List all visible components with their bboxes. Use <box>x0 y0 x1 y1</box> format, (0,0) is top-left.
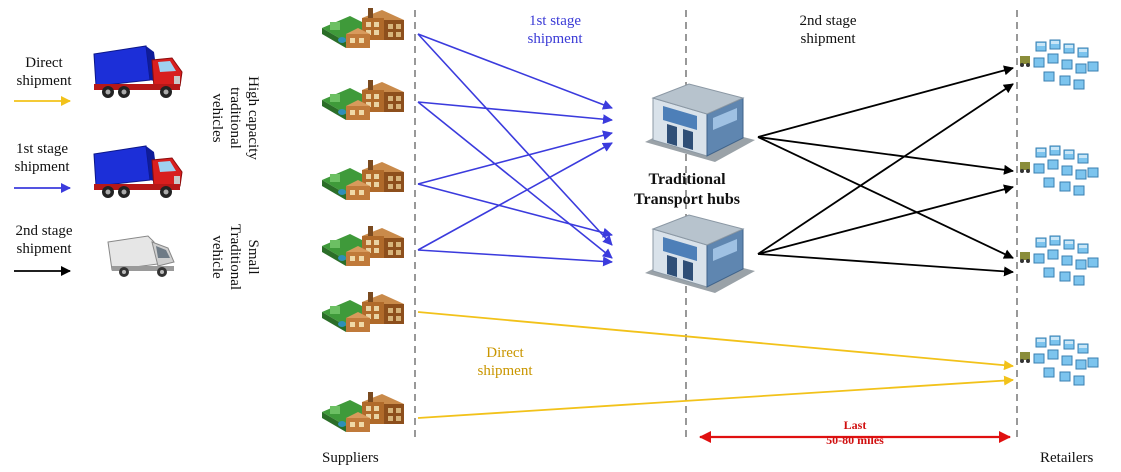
arrow-h1-r3 <box>757 136 1014 259</box>
retailer-icon <box>1019 145 1099 196</box>
hub-building-icon <box>644 214 756 294</box>
retailer-nodes <box>1019 39 1099 386</box>
legend <box>14 45 183 278</box>
arrow-s4-h2 <box>417 249 613 267</box>
hub-building-icon <box>644 83 756 163</box>
supplier-icon <box>322 392 404 432</box>
arrow-h1-r1 <box>757 65 1014 138</box>
supplier-icon <box>322 226 404 266</box>
high-capacity-truck-icon <box>93 145 183 199</box>
retailer-icon <box>1019 235 1099 286</box>
suppliers-label: Suppliers <box>322 450 379 466</box>
second-stage-arrows <box>757 65 1014 277</box>
arrow-s2-h2 <box>417 101 613 259</box>
arrow-s1-h1 <box>417 33 613 110</box>
supplier-icon <box>322 160 404 200</box>
arrow-h1-r2 <box>757 136 1014 175</box>
last-miles-label: Last 50-80 miles <box>826 418 884 447</box>
supplier-icon <box>322 8 404 48</box>
arrow-s3-h2 <box>417 183 613 238</box>
arrow-s3-h1 <box>417 130 613 185</box>
retailers-label: Retailers <box>1040 450 1094 466</box>
legend-high-capacity-label: High capacity traditional vehicles <box>209 76 261 160</box>
supplier-icon <box>322 292 404 332</box>
arrow-h2-r1 <box>757 83 1014 255</box>
direct-arrows <box>417 311 1014 419</box>
small-van-icon <box>107 235 175 278</box>
second-stage-label: 2nd stage shipment <box>799 13 857 47</box>
supplier-icon <box>322 80 404 120</box>
legend-first-stage-label: 1st stage shipment <box>14 141 70 175</box>
legend-direct-label: Direct shipment <box>16 55 72 89</box>
arrow-s5-r4 <box>417 311 1014 371</box>
arrow-h2-r2 <box>757 184 1014 255</box>
arrow-s2-h1 <box>417 101 613 125</box>
legend-small-vehicle-label: Small Traditional vehicle <box>209 223 261 291</box>
arrow-s1-h2 <box>417 33 613 246</box>
supplier-nodes <box>322 8 404 432</box>
retailer-icon <box>1019 39 1099 90</box>
arrow-s6-r4 <box>417 375 1014 419</box>
direct-shipment-label: Direct shipment <box>477 345 533 379</box>
first-stage-arrows <box>417 33 613 267</box>
arrow-s4-h1 <box>417 142 613 251</box>
legend-second-stage-label: 2nd stage shipment <box>15 223 73 257</box>
arrow-h2-r3 <box>757 253 1014 277</box>
hubs-label: Traditional Transport hubs <box>634 171 740 208</box>
retailer-icon <box>1019 335 1099 386</box>
high-capacity-truck-icon <box>93 45 183 99</box>
first-stage-label: 1st stage shipment <box>527 13 583 47</box>
